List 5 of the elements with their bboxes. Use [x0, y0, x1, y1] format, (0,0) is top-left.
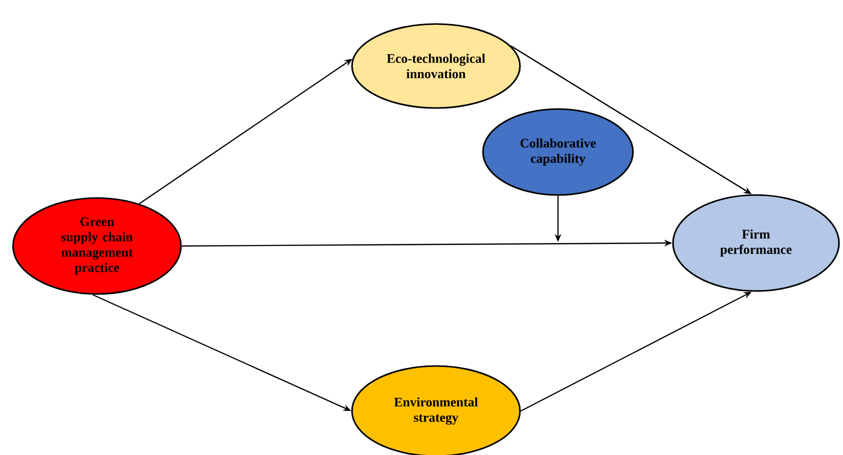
ellipse-node: Environmental strategy: [351, 365, 521, 455]
ellipse-node: Green supply chain management practice: [12, 197, 182, 295]
ellipse-node: Collaborative capability: [482, 108, 634, 196]
ellipse-node: Firm performance: [672, 194, 840, 292]
ellipse-node: Eco-technological innovation: [351, 23, 521, 109]
